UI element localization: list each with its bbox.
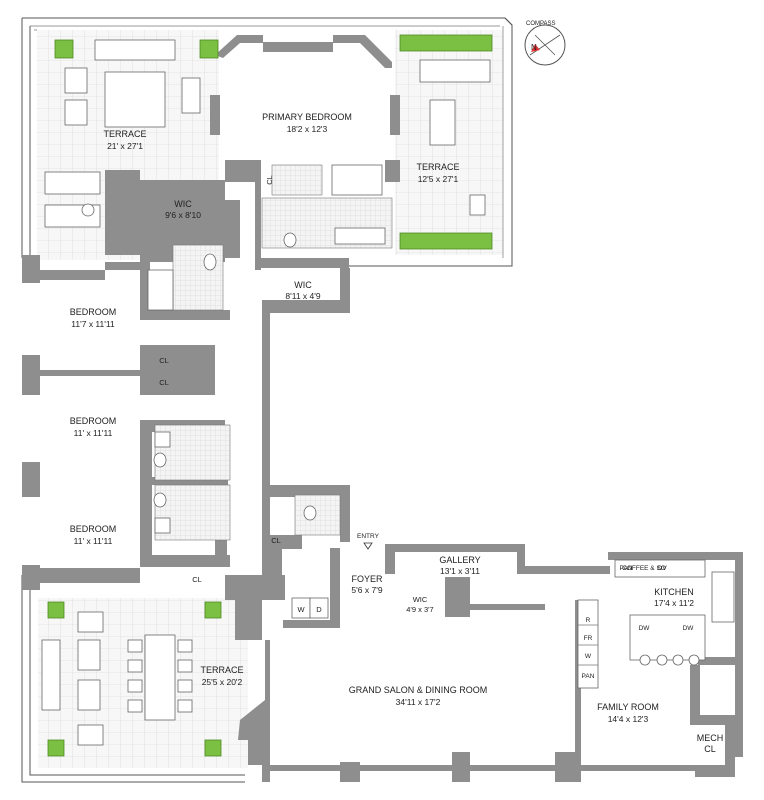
wine-label: W [585,653,592,660]
grand-salon-dims: 34'11 x 17'2 [396,697,441,707]
pantry-label-top: PAN [620,565,633,572]
closet-label-1: CL [159,356,169,365]
dishwasher-label-1: DW [639,625,651,632]
mech-closet-label: CL [704,744,716,754]
entry-label: ENTRY [357,533,380,540]
kitchen-dims: 17'4 x 11'2 [654,598,694,608]
terrace-south-dims: 25'5 x 20'2 [202,677,243,687]
terrace-west-dims: 21' x 27'1 [107,141,143,151]
bedroom-1-name: BEDROOM [70,307,117,317]
closet-label-4: CL [192,575,202,584]
freezer-label: FR [584,635,593,642]
dryer-label: D [316,605,322,614]
wic-primary-name: WIC [174,199,192,209]
bedroom-2-name: BEDROOM [70,416,117,426]
fixtures [147,164,735,689]
fridge-label: R [586,617,591,624]
gallery-name: GALLERY [439,555,480,565]
wic-hall-dims: 8'11 x 4'9 [285,291,320,301]
foyer-dims: 5'6 x 7'9 [351,585,382,595]
compass: N COMPASS [524,21,566,66]
kitchen-name: KITCHEN [654,587,694,597]
grand-salon-name: GRAND SALON & DINING ROOM [349,685,488,695]
primary-bedroom-name: PRIMARY BEDROOM [262,112,352,122]
washer-label: W [297,605,305,614]
family-room-dims: 14'4 x 12'3 [608,714,649,724]
primary-bedroom-dims: 18'2 x 12'3 [287,124,328,134]
closet-label-2: CL [159,378,169,387]
family-room-name: FAMILY ROOM [597,702,659,712]
wic-foyer-name: WIC [413,595,428,604]
furniture [41,39,491,746]
compass-north-label: N [531,43,537,52]
dishwasher-label-2: DW [683,625,695,632]
oven-label: OV [657,565,667,572]
entry-arrow-icon [363,542,373,550]
foyer-name: FOYER [351,574,383,584]
wic-foyer-dims: 4'9 x 3'7 [406,605,433,614]
terrace-south-name: TERRACE [200,665,243,675]
closet-label-3: CL [271,536,281,545]
terrace-west-name: TERRACE [103,129,146,139]
wic-hall-name: WIC [294,280,312,290]
pantry-label-side: PAN [582,673,595,680]
wic-primary-dims: 9'6 x 8'10 [165,210,201,220]
room-labels: TERRACE 21' x 27'1 PRIMARY BEDROOM 18'2 … [70,112,724,754]
primary-closet-label: CL [265,175,274,185]
minor-labels: CL CL CL CL CL ENTRY W D PAN COFFEE & SO… [159,175,694,680]
gallery-dims: 13'1 x 3'11 [440,566,480,576]
terrace-east-dims: 12'5 x 27'1 [418,174,459,184]
bedroom-1-dims: 11'7 x 11'11 [71,319,115,329]
planters [47,34,493,757]
bedroom-3-name: BEDROOM [70,524,117,534]
compass-label: COMPASS [526,21,556,27]
mech-name: MECH [697,733,724,743]
bedroom-2-dims: 11' x 11'11 [74,428,113,438]
terrace-east-name: TERRACE [416,162,459,172]
coffee-label: COFFEE & SO [622,565,666,572]
bedroom-3-dims: 11' x 11'11 [74,536,113,546]
